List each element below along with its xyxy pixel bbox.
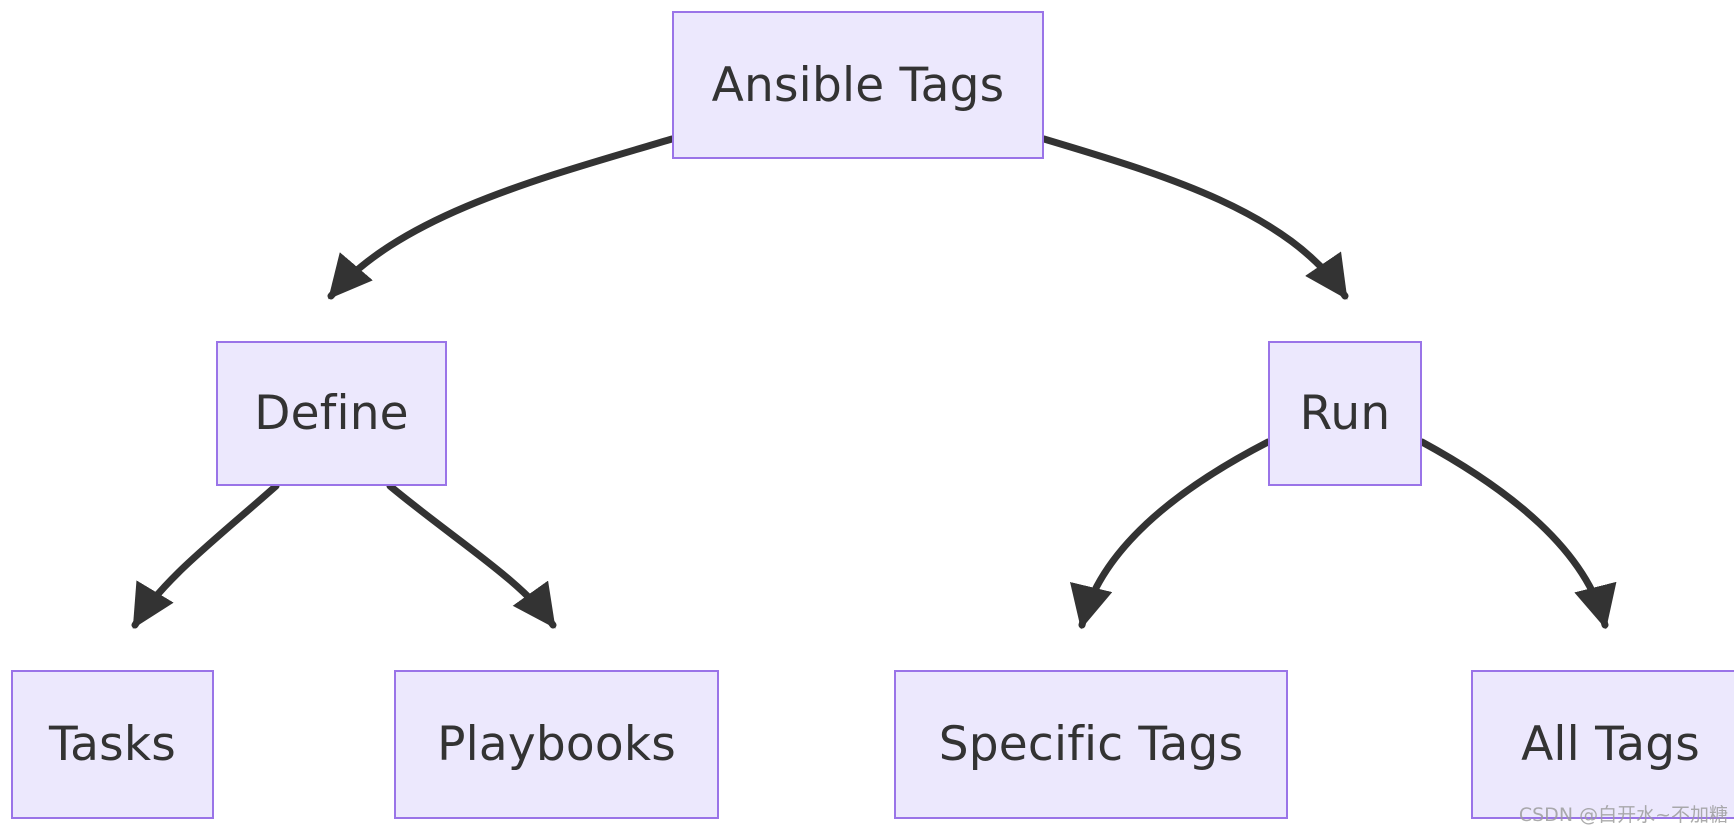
edge-run-alltags <box>1418 438 1617 630</box>
edge-root-run <box>1040 135 1349 300</box>
edge-define-playbooks <box>386 482 557 629</box>
node-label-playbooks: Playbooks <box>437 717 676 772</box>
node-label-all-tags: All Tags <box>1521 717 1700 772</box>
edge-root-define <box>327 135 676 300</box>
node-all-tags[interactable]: All Tags <box>1471 670 1734 819</box>
node-label-define: Define <box>254 386 409 441</box>
edge-run-specific <box>1070 438 1272 630</box>
node-playbooks[interactable]: Playbooks <box>394 670 719 819</box>
node-ansible-tags[interactable]: Ansible Tags <box>672 11 1044 159</box>
watermark: CSDN @白开水~不加糖 <box>1518 804 1728 826</box>
node-tasks[interactable]: Tasks <box>11 670 214 819</box>
edge-define-tasks <box>131 482 280 629</box>
node-label-ansible-tags: Ansible Tags <box>711 57 1005 113</box>
node-label-tasks: Tasks <box>49 717 176 772</box>
node-specific-tags[interactable]: Specific Tags <box>894 670 1288 819</box>
node-label-run: Run <box>1299 386 1391 441</box>
node-run[interactable]: Run <box>1268 341 1422 486</box>
node-label-specific-tags: Specific Tags <box>938 717 1244 772</box>
node-define[interactable]: Define <box>216 341 447 486</box>
